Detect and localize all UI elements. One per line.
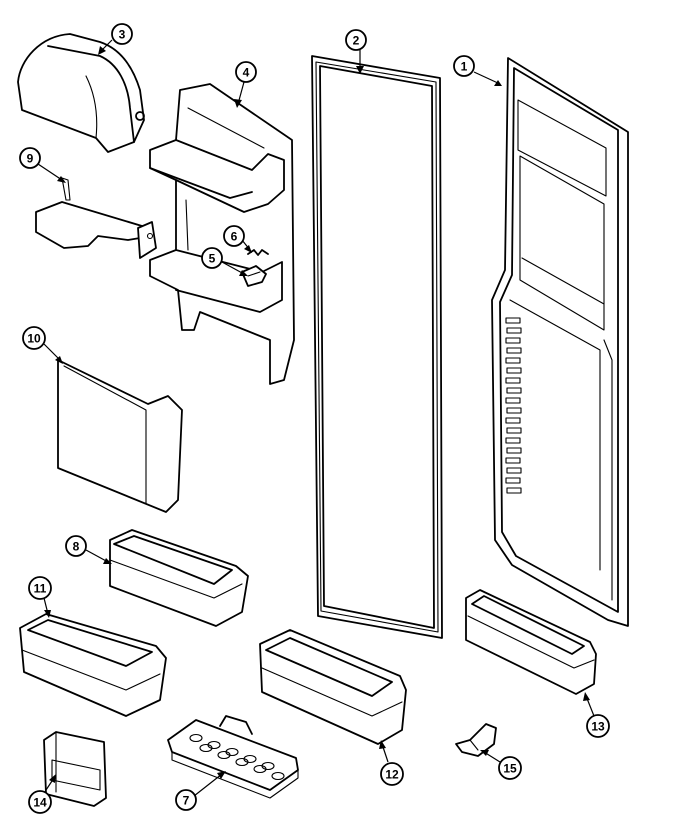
tray-cell: [253, 764, 267, 774]
liner-rib: [506, 427, 522, 434]
callout-12: 12: [379, 740, 404, 786]
liner-rib: [505, 457, 521, 464]
liner-rib: [506, 327, 522, 334]
part-door-liner: [491, 57, 629, 627]
liner-rib: [505, 377, 521, 384]
callout-8: 8: [65, 535, 112, 564]
liner-rib: [506, 447, 522, 454]
callout-label-1: 1: [461, 60, 468, 74]
liner-rib: [505, 357, 521, 364]
callout-13: 13: [583, 692, 610, 738]
part-bin-13: [465, 589, 597, 695]
callout-14: 14: [28, 774, 56, 814]
liner-rib: [506, 467, 522, 474]
callout-label-5: 5: [209, 252, 216, 266]
liner-rib: [505, 477, 521, 484]
tray-cell: [189, 733, 203, 743]
callout-label-9: 9: [27, 152, 34, 166]
tray-cell: [271, 771, 285, 781]
callout-label-2: 2: [353, 34, 360, 48]
callout-label-4: 4: [243, 66, 250, 80]
callout-3: 3: [98, 23, 133, 55]
liner-rib: [506, 347, 522, 354]
liner-rib: [505, 417, 521, 424]
tray-cell: [199, 743, 213, 753]
part-clip-5: [241, 265, 267, 287]
liner-rib: [505, 397, 521, 404]
liner-rib: [506, 367, 522, 374]
callout-label-3: 3: [119, 28, 126, 42]
callout-2: 2: [345, 29, 367, 74]
callout-label-10: 10: [27, 332, 41, 346]
part-shelf-bracket: [35, 177, 157, 259]
callout-7: 7: [175, 771, 226, 811]
liner-rib: [505, 337, 521, 344]
tray-cell: [235, 757, 249, 767]
part-cover-14: [43, 731, 107, 807]
part-ice-tray: [167, 715, 299, 799]
tray-cell: [217, 750, 231, 760]
liner-rib: [506, 387, 522, 394]
part-clip-15: [455, 723, 497, 757]
callout-label-6: 6: [231, 230, 238, 244]
callout-label-14: 14: [33, 796, 47, 810]
callout-15: 15: [480, 750, 522, 780]
callout-layer: 1 2 3 4 5: [19, 23, 610, 814]
callout-5: 5: [201, 247, 248, 276]
part-divider-panel: [57, 359, 183, 513]
liner-rib-pattern: [505, 317, 522, 494]
part-bin-12: [259, 629, 407, 745]
part-bin-8: [109, 529, 249, 627]
part-dairy-cover: [17, 33, 145, 153]
callout-label-7: 7: [183, 794, 190, 808]
part-spring-6: [247, 249, 269, 256]
callout-label-11: 11: [34, 582, 47, 596]
callout-11: 11: [28, 576, 52, 618]
callout-10: 10: [22, 326, 63, 364]
callout-9: 9: [19, 147, 66, 183]
liner-rib: [505, 437, 521, 444]
liner-rib: [506, 487, 522, 494]
tray-cells: [189, 733, 285, 781]
callout-4: 4: [234, 61, 257, 108]
callout-6: 6: [223, 225, 252, 253]
callout-1: 1: [453, 55, 502, 86]
part-dairy-shelf-unit: [149, 83, 295, 385]
liner-rib: [505, 317, 521, 324]
part-bin-11: [19, 613, 167, 717]
callout-label-8: 8: [73, 540, 80, 554]
callout-label-15: 15: [503, 762, 517, 776]
part-door-gasket: [311, 55, 443, 639]
callout-label-13: 13: [591, 720, 605, 734]
liner-rib: [506, 407, 522, 414]
callout-label-12: 12: [385, 768, 399, 782]
